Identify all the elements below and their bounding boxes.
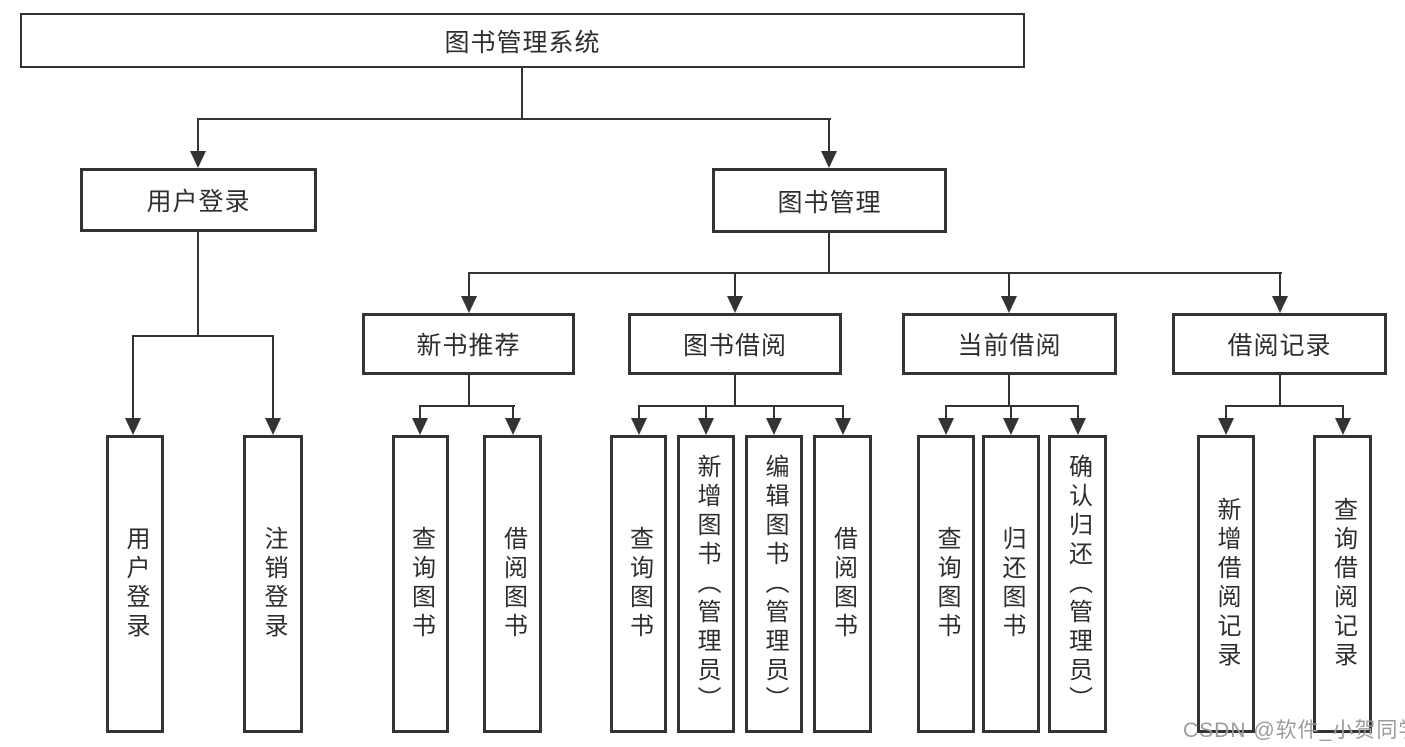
node-user-login-label: 用户登录 — [146, 188, 251, 216]
connector-to-leaf-confirm-return — [1077, 405, 1079, 421]
node-new-book-recommend-label: 新书推荐 — [416, 332, 521, 360]
connector-to-leaf-borrow-book — [842, 405, 844, 421]
connector-user-login-stem — [197, 232, 199, 337]
leaf-return-book-label: 归还图书 — [998, 526, 1025, 642]
connector-to-leaf-logout — [272, 335, 274, 420]
leaf-add-borrow-record: 新增借阅记录 — [1197, 435, 1255, 733]
arrowhead-current-borrowing-icon — [1001, 296, 1017, 313]
connector-to-book-management — [828, 118, 830, 154]
node-user-login: 用户登录 — [80, 168, 317, 232]
connector-to-user-login — [197, 118, 199, 154]
arrowhead-leaf-query-record-icon — [1335, 418, 1351, 435]
connector-to-book-borrowing — [734, 272, 736, 300]
connector-current-borrowing-stem — [1008, 375, 1010, 407]
leaf-borrow-book-recommend-label: 借阅图书 — [499, 526, 527, 642]
arrowhead-leaf-user-login-icon — [125, 418, 141, 435]
connector-borrowing-records-stem — [1279, 375, 1281, 407]
leaf-borrow-book-borrowing: 借阅图书 — [813, 435, 872, 733]
arrowhead-leaf-add-record-icon — [1218, 418, 1234, 435]
leaf-borrow-book-borrowing-label: 借阅图书 — [829, 526, 857, 642]
leaf-borrow-book-recommend: 借阅图书 — [483, 435, 542, 733]
leaf-confirm-return-admin: 确认归还（管理员） — [1048, 435, 1107, 733]
connector-root-stem — [521, 68, 523, 118]
leaf-logout: 注销登录 — [243, 435, 303, 733]
arrowhead-leaf-edit-book-icon — [766, 418, 782, 435]
csdn-watermark: CSDN @软件_小贺同学 — [1183, 719, 1405, 742]
connector-book-borrowing-stem — [734, 375, 736, 407]
arrowhead-leaf-add-book-icon — [698, 418, 714, 435]
connector-to-leaf-borrow-recommend — [512, 405, 514, 421]
leaf-query-book-recommend: 查询图书 — [392, 435, 449, 733]
connector-new-book-stem — [468, 375, 470, 407]
arrowhead-leaf-logout-icon — [265, 418, 281, 435]
arrowhead-book-borrowing-icon — [727, 296, 743, 313]
arrowhead-new-book-icon — [461, 296, 477, 313]
connector-to-borrowing-records — [1279, 272, 1281, 300]
arrowhead-leaf-borrow-recommend-icon — [505, 418, 521, 435]
connector-to-leaf-user-login — [132, 335, 134, 420]
leaf-return-book: 归还图书 — [982, 435, 1040, 733]
arrowhead-user-login-icon — [190, 151, 206, 168]
node-book-management: 图书管理 — [712, 168, 947, 233]
connector-to-leaf-query-borrowing — [638, 405, 640, 421]
node-book-borrowing-label: 图书借阅 — [682, 332, 787, 360]
node-root-system: 图书管理系统 — [20, 13, 1025, 68]
node-borrowing-records: 借阅记录 — [1172, 313, 1387, 375]
arrowhead-leaf-confirm-return-icon — [1070, 418, 1086, 435]
arrowhead-book-management-icon — [821, 151, 837, 168]
connector-book-management-stem — [828, 233, 830, 274]
leaf-query-borrow-record: 查询借阅记录 — [1313, 435, 1372, 733]
arrowhead-leaf-query-current-icon — [938, 418, 954, 435]
connector-to-leaf-return-book — [1010, 405, 1012, 421]
leaf-query-book-current-label: 查询图书 — [933, 526, 960, 642]
leaf-query-borrow-record-label: 查询借阅记录 — [1329, 497, 1357, 671]
node-current-borrowing: 当前借阅 — [902, 313, 1117, 375]
connector-to-leaf-query-current — [945, 405, 947, 421]
connector-to-leaf-add-book — [705, 405, 707, 421]
node-new-book-recommend: 新书推荐 — [362, 313, 575, 375]
leaf-user-login-label: 用户登录 — [122, 526, 149, 642]
leaf-logout-label: 注销登录 — [260, 526, 287, 642]
connector-to-leaf-query-record — [1342, 405, 1344, 421]
arrowhead-leaf-query-recommend-icon — [412, 418, 428, 435]
leaf-query-book-current: 查询图书 — [917, 435, 975, 733]
connector-book-management-rail — [468, 272, 1282, 274]
connector-to-leaf-edit-book — [773, 405, 775, 421]
arrowhead-leaf-borrow-book-icon — [835, 418, 851, 435]
node-book-management-label: 图书管理 — [777, 188, 882, 217]
leaf-edit-book-admin-label: 编辑图书（管理员） — [761, 453, 788, 715]
leaf-query-book-borrowing-label: 查询图书 — [625, 526, 653, 642]
node-current-borrowing-label: 当前借阅 — [957, 332, 1062, 360]
connector-to-current-borrowing — [1008, 272, 1010, 300]
node-borrowing-records-label: 借阅记录 — [1227, 332, 1332, 360]
leaf-add-borrow-record-label: 新增借阅记录 — [1213, 497, 1240, 671]
leaf-add-book-admin-label: 新增图书（管理员） — [693, 453, 720, 715]
leaf-user-login: 用户登录 — [106, 435, 164, 733]
node-root-label: 图书管理系统 — [444, 28, 601, 57]
leaf-confirm-return-admin-label: 确认归还（管理员） — [1064, 453, 1092, 715]
connector-new-book-rail — [419, 405, 515, 407]
connector-to-leaf-query-recommend — [419, 405, 421, 421]
arrowhead-borrowing-records-icon — [1272, 296, 1288, 313]
leaf-query-book-borrowing: 查询图书 — [610, 435, 667, 733]
leaf-edit-book-admin: 编辑图书（管理员） — [745, 435, 803, 733]
node-book-borrowing: 图书借阅 — [628, 313, 842, 375]
arrowhead-leaf-query-borrowing-icon — [631, 418, 647, 435]
leaf-query-book-recommend-label: 查询图书 — [407, 526, 435, 642]
leaf-add-book-admin: 新增图书（管理员） — [677, 435, 735, 733]
connector-root-rail — [197, 118, 831, 120]
arrowhead-leaf-return-book-icon — [1003, 418, 1019, 435]
connector-to-new-book — [468, 272, 470, 300]
connector-current-borrowing-rail — [945, 405, 1079, 407]
connector-user-login-rail — [132, 335, 274, 337]
connector-book-borrowing-rail — [638, 405, 844, 407]
connector-borrowing-records-rail — [1225, 405, 1344, 407]
connector-to-leaf-add-record — [1225, 405, 1227, 421]
